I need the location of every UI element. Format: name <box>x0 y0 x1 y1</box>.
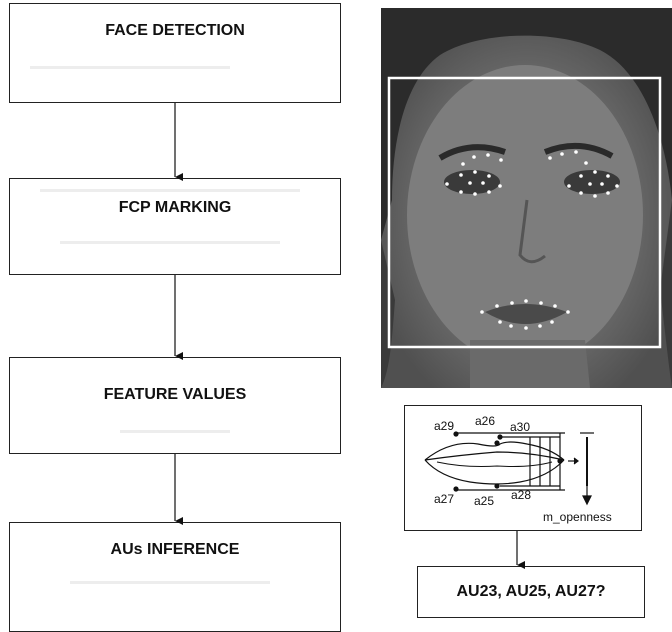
step-feature-values: FEATURE VALUES <box>9 357 341 454</box>
label-a29: a29 <box>434 419 454 433</box>
result-label: AU23, AU25, AU27? <box>456 583 606 600</box>
step-face-detection-label: FACE DETECTION <box>105 22 245 39</box>
step-aus-inference: AUs INFERENCE <box>9 522 341 632</box>
step-face-detection: FACE DETECTION <box>9 3 341 103</box>
step-aus-inference-label: AUs INFERENCE <box>110 541 240 558</box>
face-photo <box>381 8 672 388</box>
label-m-openness: m_openness <box>543 510 612 524</box>
faint-text-line <box>40 189 300 192</box>
result-box: AU23, AU25, AU27? <box>417 566 645 618</box>
right-eyebrow <box>543 142 614 159</box>
diagram-graphics: a29 a26 a30 a27 a25 a28 m_openness <box>174 8 672 569</box>
left-eye <box>444 170 500 194</box>
label-a28: a28 <box>511 488 531 502</box>
faint-text-line <box>30 66 230 69</box>
faint-text-line <box>60 241 280 244</box>
label-a25: a25 <box>474 494 494 508</box>
label-a26: a26 <box>475 414 495 428</box>
face-detection-rectangle <box>387 76 662 349</box>
mouth <box>485 304 567 324</box>
hair-shape <box>381 8 672 240</box>
right-eye <box>564 170 620 194</box>
feature-points <box>445 150 619 330</box>
left-eyebrow <box>438 144 506 161</box>
faint-text-line <box>70 581 270 584</box>
lip-diagram <box>424 431 594 506</box>
nose <box>518 199 546 264</box>
step-feature-values-label: FEATURE VALUES <box>103 386 247 403</box>
lip-diagram-box <box>404 405 642 531</box>
label-a27: a27 <box>434 492 454 506</box>
lip-mid-line <box>424 451 565 461</box>
step-fcp-marking: FCP MARKING <box>9 178 341 275</box>
faint-text-line <box>120 430 230 433</box>
label-a30: a30 <box>510 420 530 434</box>
step-fcp-marking-label: FCP MARKING <box>118 199 232 216</box>
